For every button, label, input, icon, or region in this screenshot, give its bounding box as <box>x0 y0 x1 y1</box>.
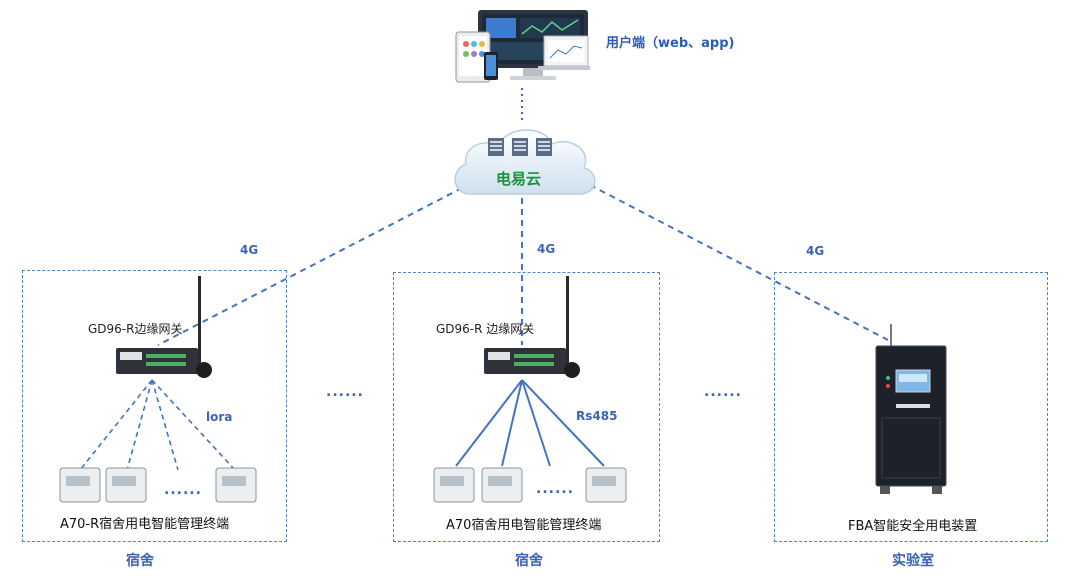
dorm2-gateway-label: GD96-R 边缘网关 <box>436 322 535 336</box>
rs485-link-2 <box>501 379 523 467</box>
meter-icon <box>59 467 101 503</box>
lora-link-2 <box>126 379 153 471</box>
meter-icon <box>105 467 147 503</box>
meter-icon <box>433 467 475 503</box>
link-label-left: 4G <box>240 243 259 257</box>
meter-icon <box>585 467 627 503</box>
cloud-link-left <box>157 187 463 346</box>
rs485-link-4 <box>521 379 605 467</box>
dorm1-title: 宿舍 <box>126 553 154 569</box>
dorm1-more-terminals: ...... <box>164 482 202 498</box>
lora-link-3 <box>151 379 179 471</box>
lab-device <box>870 318 950 498</box>
client-label: 用户端（web、app) <box>606 36 735 51</box>
dorm1-gateway <box>112 276 222 384</box>
rs485-link-3 <box>521 379 551 467</box>
dorm1-protocol: lora <box>206 410 233 424</box>
cloud-icon <box>454 129 596 195</box>
meter-icon <box>215 467 257 503</box>
dorm1-terminal-label: A70-R宿舍用电智能管理终端 <box>60 517 230 532</box>
dorm1-gateway-label: GD96-R边缘网关 <box>88 322 183 336</box>
dorm1-meters <box>59 467 257 503</box>
devices-icon <box>455 10 594 83</box>
link-label-right: 4G <box>806 244 825 258</box>
cloud-link-right <box>589 184 889 341</box>
cloud-label: 电易云 <box>496 170 542 188</box>
lab-panel <box>774 272 1048 542</box>
gateway-icon <box>116 276 212 378</box>
cabinet-icon <box>875 324 947 494</box>
separator-left: ...... <box>326 384 364 400</box>
link-label-middle: 4G <box>537 242 556 256</box>
server-icon <box>488 138 552 156</box>
lab-device-label: FBA智能安全用电装置 <box>848 519 978 534</box>
rs485-link-1 <box>455 379 523 467</box>
lora-link-4 <box>151 379 236 471</box>
lab-title: 实验室 <box>892 553 934 569</box>
dorm2-title: 宿舍 <box>515 553 543 569</box>
cloud-illustration <box>448 120 600 200</box>
meter-icon <box>481 467 523 503</box>
dorm2-more-terminals: ...... <box>536 481 574 497</box>
separator-right: ...... <box>704 384 742 400</box>
client-devices-illustration <box>448 8 594 88</box>
dorm2-panel <box>393 272 660 542</box>
dorm2-meters <box>433 467 627 503</box>
gateway-icon <box>484 276 580 378</box>
dorm1-panel <box>22 270 287 542</box>
lora-link-1 <box>79 379 153 471</box>
dorm2-gateway <box>480 276 590 384</box>
dorm2-terminal-label: A70宿舍用电智能管理终端 <box>446 518 602 533</box>
dorm2-protocol: Rs485 <box>576 409 618 423</box>
